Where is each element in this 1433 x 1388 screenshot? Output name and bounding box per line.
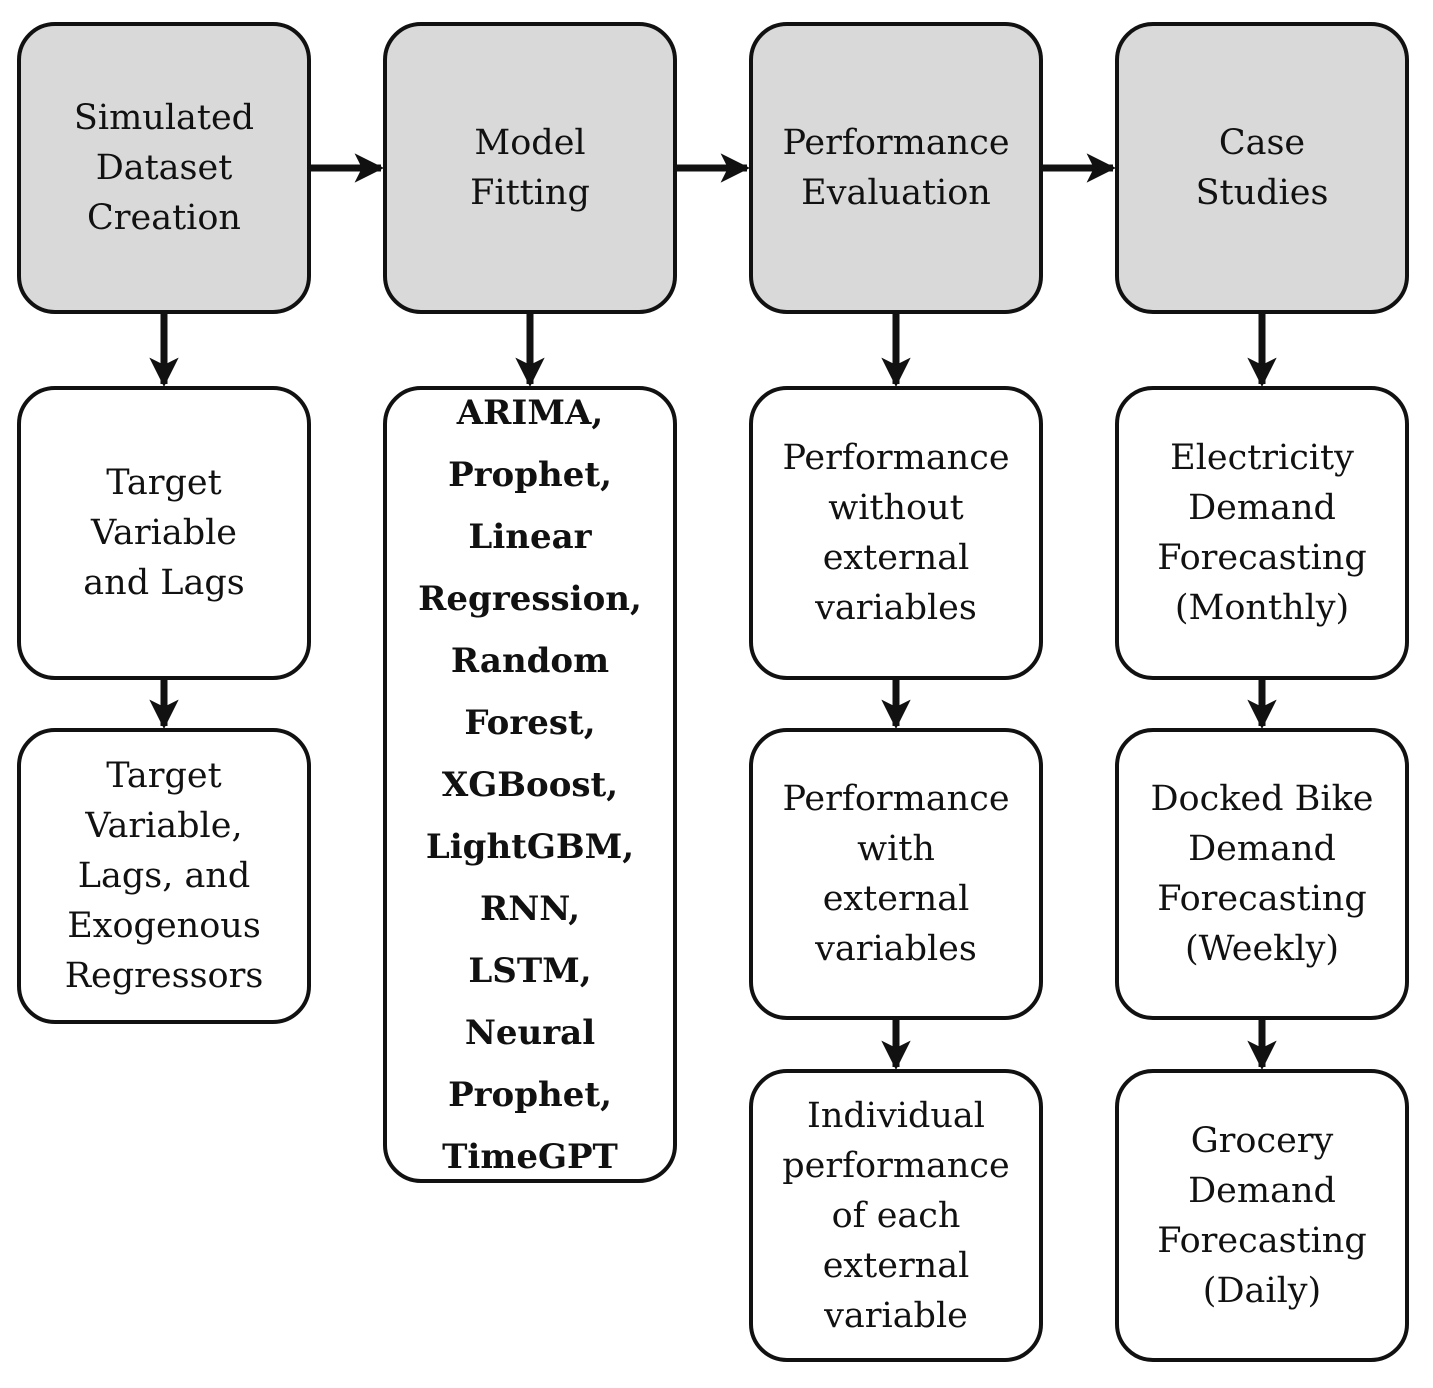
header-simulated-dataset-creation: Simulated Dataset Creation [17,22,311,314]
header-case-studies: Case Studies [1115,22,1409,314]
step-label: Individual performance of each external … [782,1095,1010,1336]
step-performance-with-external: Performance with external variables [749,728,1043,1020]
step-label: Target Variable and Lags [83,463,245,603]
step-grocery-demand: Grocery Demand Forecasting (Daily) [1115,1069,1409,1362]
header-label: Case Studies [1195,123,1329,213]
step-label: Performance without external variables [782,438,1010,628]
step-label: Performance with external variables [782,779,1010,969]
step-target-variable-lags-exogenous: Target Variable, Lags, and Exogenous Reg… [17,728,311,1024]
step-individual-performance: Individual performance of each external … [749,1069,1043,1362]
step-label: Electricity Demand Forecasting (Monthly) [1157,438,1367,628]
step-label: Grocery Demand Forecasting (Daily) [1157,1120,1367,1311]
step-target-variable-and-lags: Target Variable and Lags [17,386,311,680]
step-label: Docked Bike Demand Forecasting (Weekly) [1150,779,1374,969]
header-label: Model Fitting [470,123,590,213]
header-model-fitting: Model Fitting [383,22,677,314]
models-label: ARIMA, Prophet, Linear Regression, Rando… [418,392,642,1177]
step-electricity-demand: Electricity Demand Forecasting (Monthly) [1115,386,1409,680]
header-performance-evaluation: Performance Evaluation [749,22,1043,314]
header-label: Simulated Dataset Creation [73,98,255,238]
models-list: ARIMA, Prophet, Linear Regression, Rando… [383,386,677,1183]
step-docked-bike-demand: Docked Bike Demand Forecasting (Weekly) [1115,728,1409,1020]
step-label: Target Variable, Lags, and Exogenous Reg… [64,756,264,996]
header-label: Performance Evaluation [782,123,1010,213]
step-performance-without-external: Performance without external variables [749,386,1043,680]
